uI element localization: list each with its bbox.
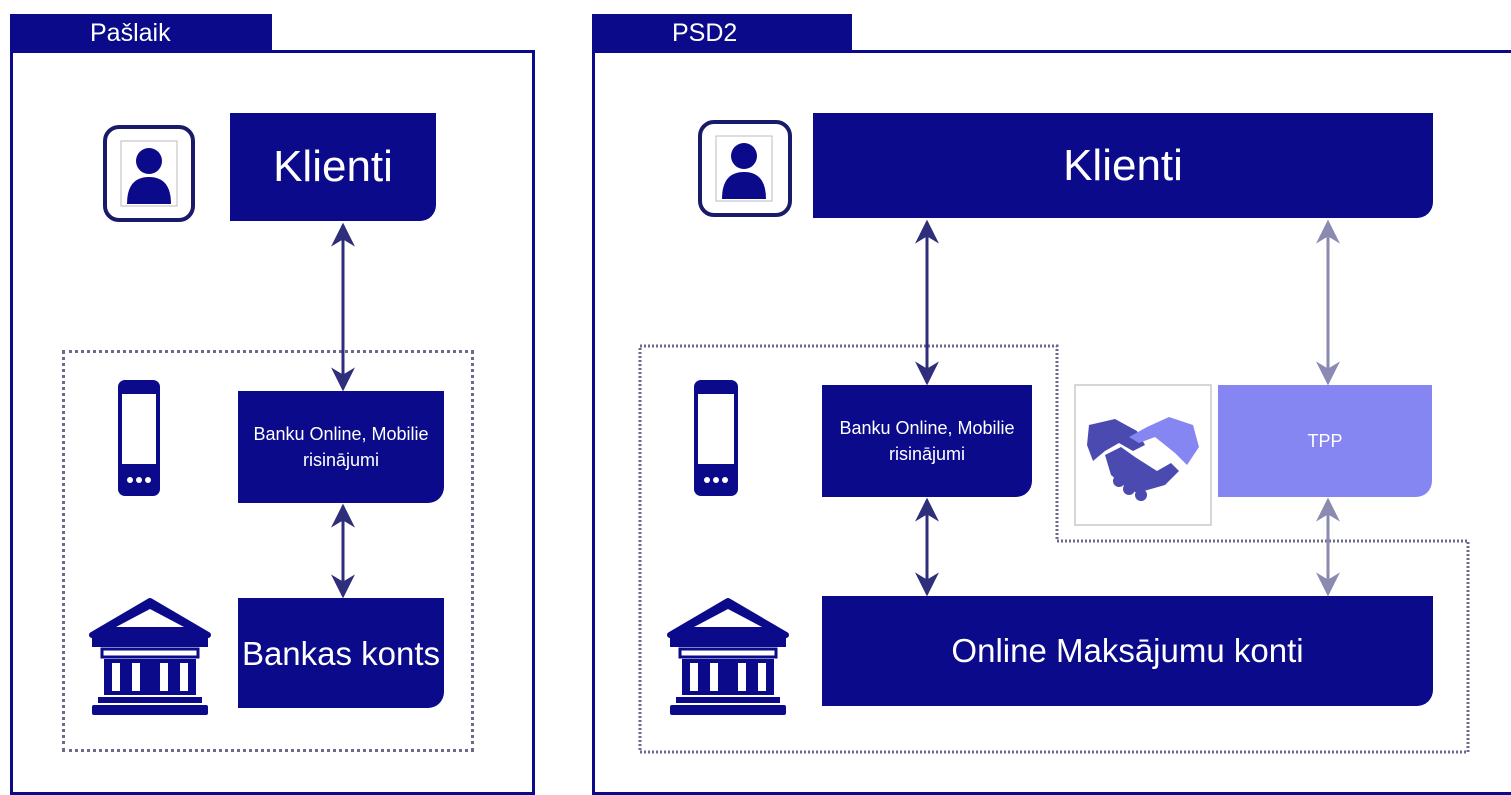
clients-box-psd2: Klienti — [813, 113, 1433, 218]
tab-psd2: PSD2 — [592, 14, 852, 52]
online-mobile-box-psd2: Banku Online, Mobilie risinājumi — [822, 385, 1032, 497]
tab-current-label: Pašlaik — [90, 19, 171, 47]
online-mobile-box-current: Banku Online, Mobilie risinājumi — [238, 391, 444, 503]
online-accounts-label: Online Maksājumu konti — [951, 632, 1304, 669]
bank-boundary-psd2 — [638, 344, 1470, 754]
handshake-icon — [1074, 384, 1212, 526]
smartphone-icon — [694, 380, 738, 496]
clients-label: Klienti — [273, 142, 393, 191]
clients-label-psd2: Klienti — [1063, 140, 1183, 190]
bank-building-icon — [667, 598, 789, 715]
online-mobile-label: Banku Online, Mobilie risinājumi — [253, 424, 429, 470]
online-mobile-label-psd2: Banku Online, Mobilie risinājumi — [839, 418, 1015, 464]
person-icon — [103, 125, 195, 222]
bank-building-icon — [89, 598, 211, 715]
bank-boundary-current — [62, 350, 474, 752]
tpp-box: TPP — [1218, 385, 1432, 497]
clients-box-current: Klienti — [230, 113, 436, 221]
bank-account-label: Bankas konts — [241, 634, 441, 672]
person-icon — [698, 120, 792, 217]
bank-account-box: Bankas konts — [238, 598, 444, 708]
smartphone-icon — [118, 380, 160, 496]
online-accounts-box: Online Maksājumu konti — [822, 596, 1433, 706]
tab-psd2-label: PSD2 — [672, 19, 738, 47]
tab-current: Pašlaik — [10, 14, 272, 52]
tpp-label: TPP — [1307, 431, 1343, 451]
